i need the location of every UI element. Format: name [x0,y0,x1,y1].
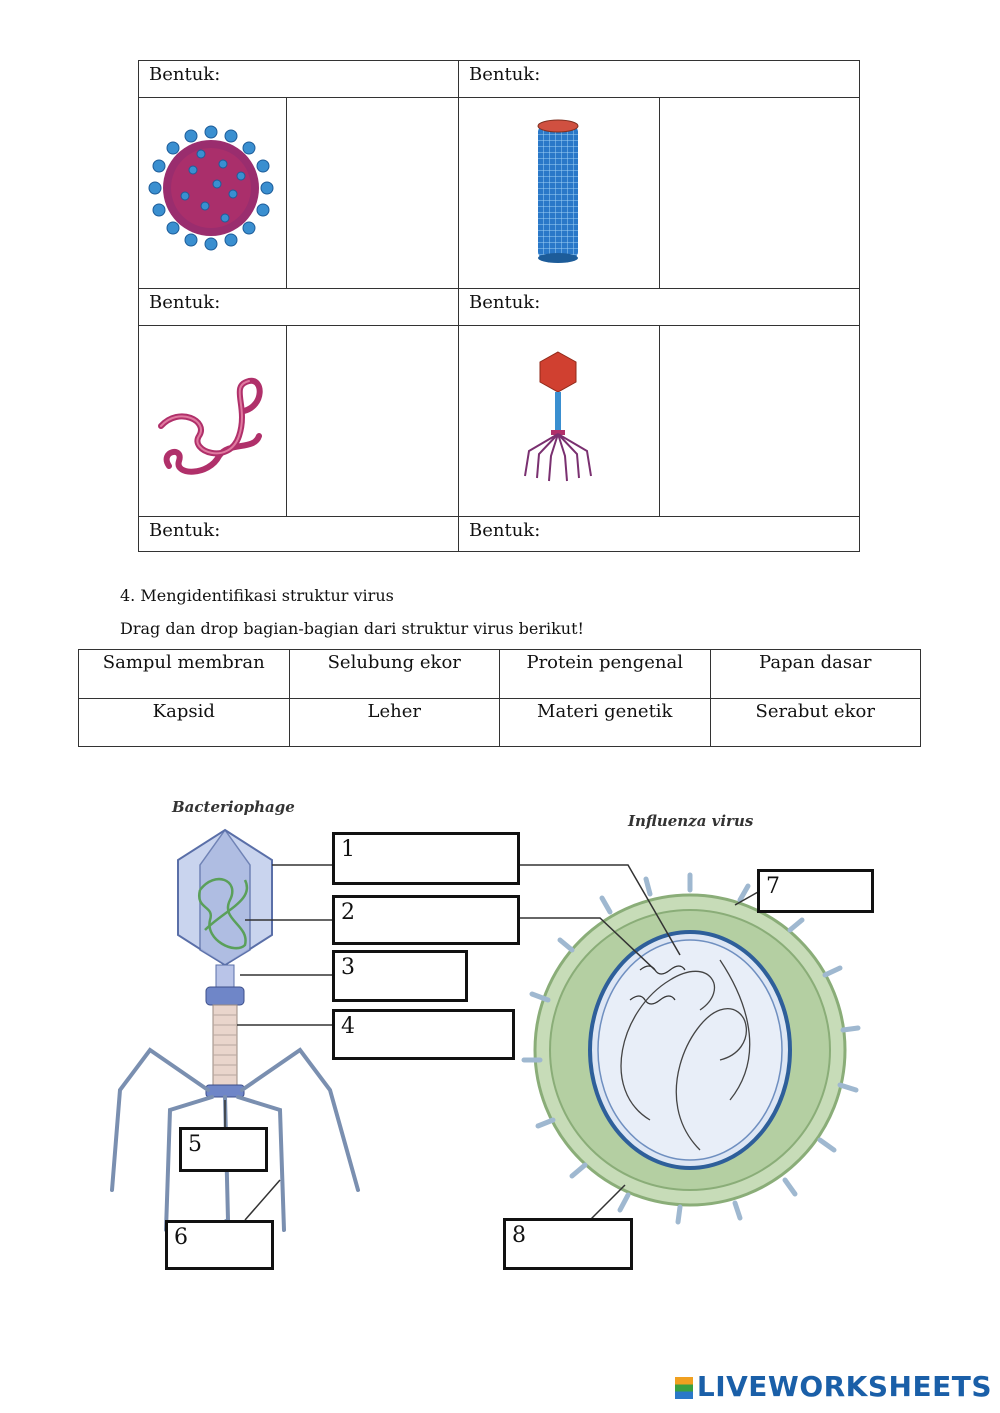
drop-box-5[interactable]: 5 [179,1127,268,1172]
bentuk-label-1: Bentuk: [138,60,459,98]
complex-phage-image [459,326,659,516]
liveworksheets-logo: LIVEWORKSHEETS [675,1370,992,1403]
image-cell-filamentous [138,325,287,517]
word-bank-table: Sampul membran Selubung ekor Protein pen… [78,649,921,747]
drop-box-4[interactable]: 4 [332,1009,515,1060]
section-instruction: Drag dan drop bagian-bagian dari struktu… [120,619,584,638]
bentuk-label-5: Bentuk: [138,516,459,552]
word-bank-item[interactable]: Leher [289,698,500,747]
answer-cell-4[interactable] [659,325,860,517]
spherical-virus-image [139,98,286,288]
virus-shape-table: Bentuk: Bentuk: [138,60,860,552]
drop-box-7[interactable]: 7 [757,869,874,913]
word-bank-item[interactable]: Selubung ekor [289,650,500,699]
logo-text: LIVEWORKSHEETS [697,1370,992,1403]
bacteriophage-caption: Bacteriophage [171,798,295,816]
word-bank-item[interactable]: Papan dasar [710,650,921,699]
answer-cell-3[interactable] [286,325,459,517]
image-cell-complex [458,325,660,517]
helical-rod-virus-image [459,98,659,288]
word-bank-item[interactable]: Protein pengenal [500,650,711,699]
drop-box-8[interactable]: 8 [503,1218,633,1270]
bentuk-label-6: Bentuk: [458,516,860,552]
answer-cell-2[interactable] [659,97,860,289]
image-cell-helical-rod [458,97,660,289]
section-title: 4. Mengidentifikasi struktur virus [120,586,394,605]
drop-box-1[interactable]: 1 [332,832,520,885]
filamentous-virus-image [139,326,286,516]
word-bank-item[interactable]: Materi genetik [500,698,711,747]
image-cell-spherical [138,97,287,289]
drop-box-6[interactable]: 6 [165,1220,274,1270]
bentuk-label-2: Bentuk: [458,60,860,98]
influenza-illustration [524,875,858,1222]
word-bank-item[interactable]: Kapsid [79,698,290,747]
drop-box-2[interactable]: 2 [332,895,520,945]
bentuk-label-4: Bentuk: [458,288,860,326]
influenza-caption: Influenza virus [627,812,754,830]
word-bank-item[interactable]: Sampul membran [79,650,290,699]
word-bank-item[interactable]: Serabut ekor [710,698,921,747]
answer-cell-1[interactable] [286,97,459,289]
bentuk-label-3: Bentuk: [138,288,459,326]
drop-box-3[interactable]: 3 [332,950,468,1002]
logo-icon [675,1377,693,1399]
